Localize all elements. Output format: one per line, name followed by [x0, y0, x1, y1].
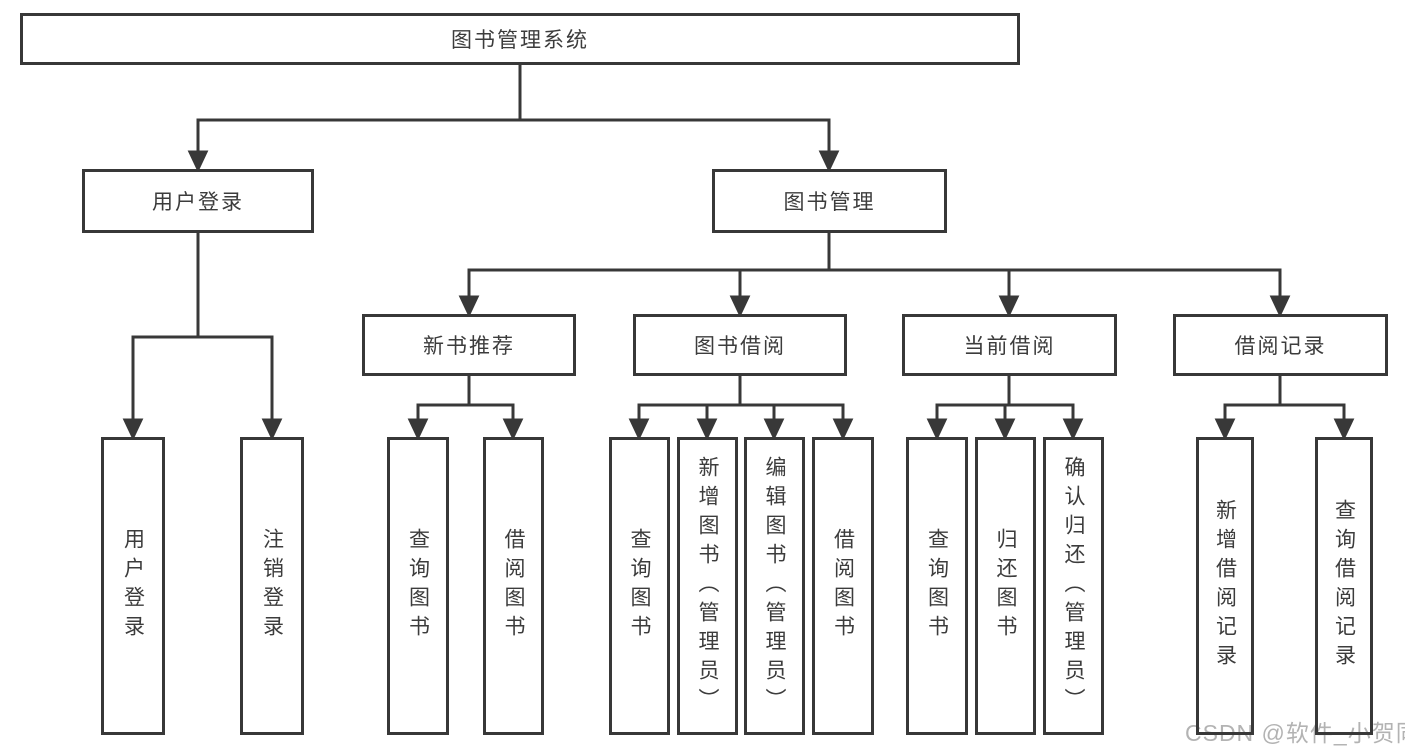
leaf-logout: 注销登录	[240, 437, 304, 735]
leaf-edit-book-admin: 编辑图书（管理员）	[744, 437, 805, 735]
leaf-borrow-books-recommend: 借阅图书	[483, 437, 544, 735]
connector-records-to-leaves	[1214, 376, 1355, 441]
node-root: 图书管理系统	[20, 13, 1020, 65]
leaf-add-book-admin: 新增图书（管理员）	[677, 437, 738, 735]
leaf-user-login: 用户登录	[101, 437, 165, 735]
node-borrow-records: 借阅记录	[1173, 314, 1388, 376]
leaf-add-borrow-record: 新增借阅记录	[1196, 437, 1254, 735]
connector-borrow-to-leaves	[628, 376, 854, 441]
leaf-query-books-recommend: 查询图书	[387, 437, 449, 735]
node-user-login: 用户登录	[82, 169, 314, 233]
watermark-text: CSDN @软件_小贺同学	[1185, 720, 1405, 746]
leaf-borrow-books: 借阅图书	[812, 437, 874, 735]
node-book-management: 图书管理	[712, 169, 947, 233]
node-current-borrow: 当前借阅	[902, 314, 1117, 376]
node-book-borrow: 图书借阅	[633, 314, 847, 376]
node-new-book-recommend: 新书推荐	[362, 314, 576, 376]
leaf-query-borrow-record: 查询借阅记录	[1315, 437, 1373, 735]
leaf-confirm-return-admin: 确认归还（管理员）	[1043, 437, 1104, 735]
connector-recommend-to-leaves	[407, 376, 524, 441]
connector-book-management-to-level3	[458, 233, 1291, 318]
connector-current-to-leaves	[926, 376, 1084, 441]
connector-root-to-level2	[187, 65, 840, 173]
leaf-return-books: 归还图书	[975, 437, 1036, 735]
leaf-query-books-current: 查询图书	[906, 437, 968, 735]
leaf-query-books-borrow: 查询图书	[609, 437, 670, 735]
connector-user-login-to-leaves	[122, 233, 283, 441]
